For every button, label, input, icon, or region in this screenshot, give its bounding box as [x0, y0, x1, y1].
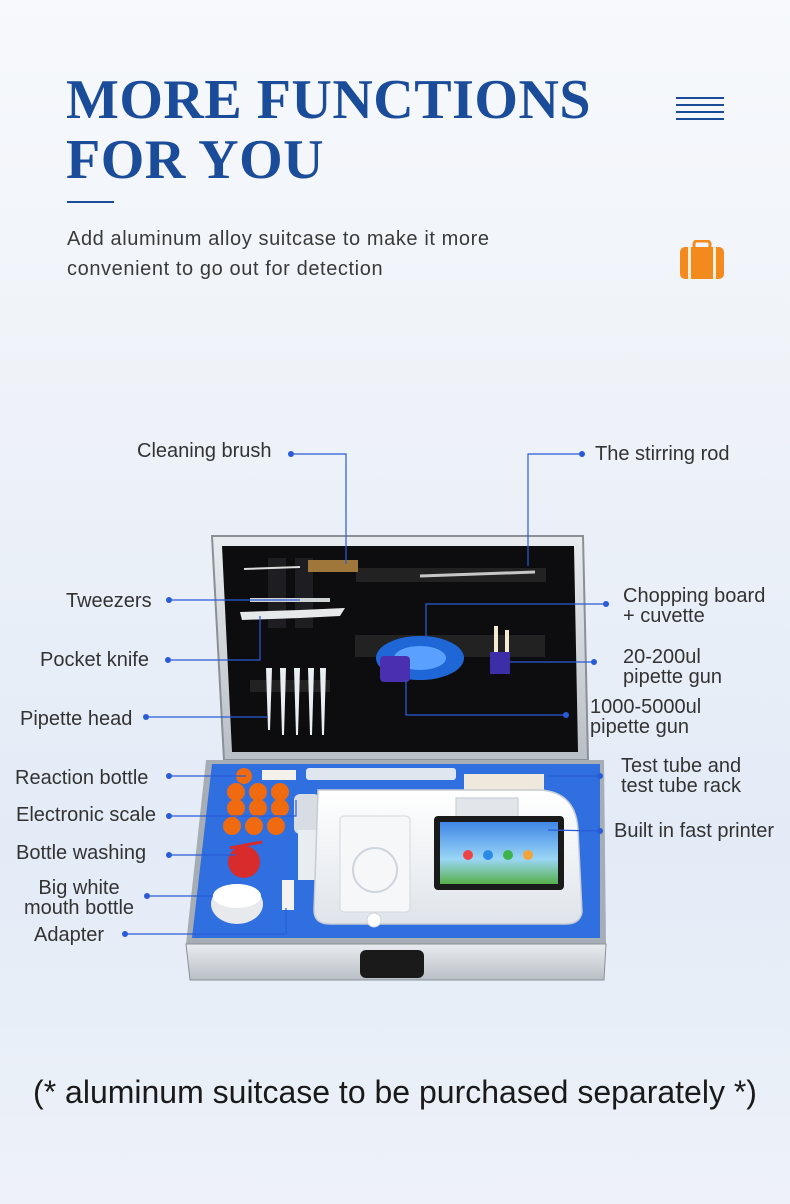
label-adapter: Adapter	[34, 924, 105, 946]
label-pipette-gun-small: 20-200ul pipette gun	[623, 646, 722, 688]
suitcase-illustration	[122, 451, 609, 981]
page-title-line-1: MORE FUNCTIONS	[66, 69, 592, 131]
label-chopping-board: Chopping board + cuvette	[623, 585, 766, 627]
label-pipette-head: Pipette head	[20, 708, 133, 730]
label-reaction-bottle: Reaction bottle	[15, 767, 149, 789]
suitcase-icon	[680, 240, 724, 279]
footnote: (* aluminum suitcase to be purchased sep…	[33, 1074, 757, 1110]
label-bottle-washing: Bottle washing	[16, 842, 147, 864]
label-fast-printer: Built in fast printer	[614, 820, 775, 842]
label-pipette-gun-large: 1000-5000ul pipette gun	[590, 696, 702, 738]
label-test-tube: Test tube and test tube rack	[621, 755, 742, 797]
case-base	[185, 760, 607, 981]
label-tweezers: Tweezers	[66, 590, 152, 612]
label-electronic-scale: Electronic scale	[16, 804, 157, 826]
case-lid	[210, 535, 590, 761]
page-title-line-2: FOR YOU	[66, 129, 325, 191]
subtitle: Add aluminum alloy suitcase to make it m…	[67, 228, 490, 280]
menu-icon[interactable]	[676, 97, 724, 121]
label-big-white-bottle: Big white mouth bottle	[23, 877, 135, 919]
label-stirring-rod: The stirring rod	[595, 443, 730, 465]
label-cleaning-brush: Cleaning brush	[137, 440, 272, 462]
product-figure: Cleaning brush The stirring rod Tweezers…	[0, 430, 790, 1030]
page-title: MORE FUNCTIONS FOR YOU	[66, 70, 591, 190]
title-underline	[67, 201, 114, 203]
label-pocket-knife: Pocket knife	[40, 649, 149, 671]
